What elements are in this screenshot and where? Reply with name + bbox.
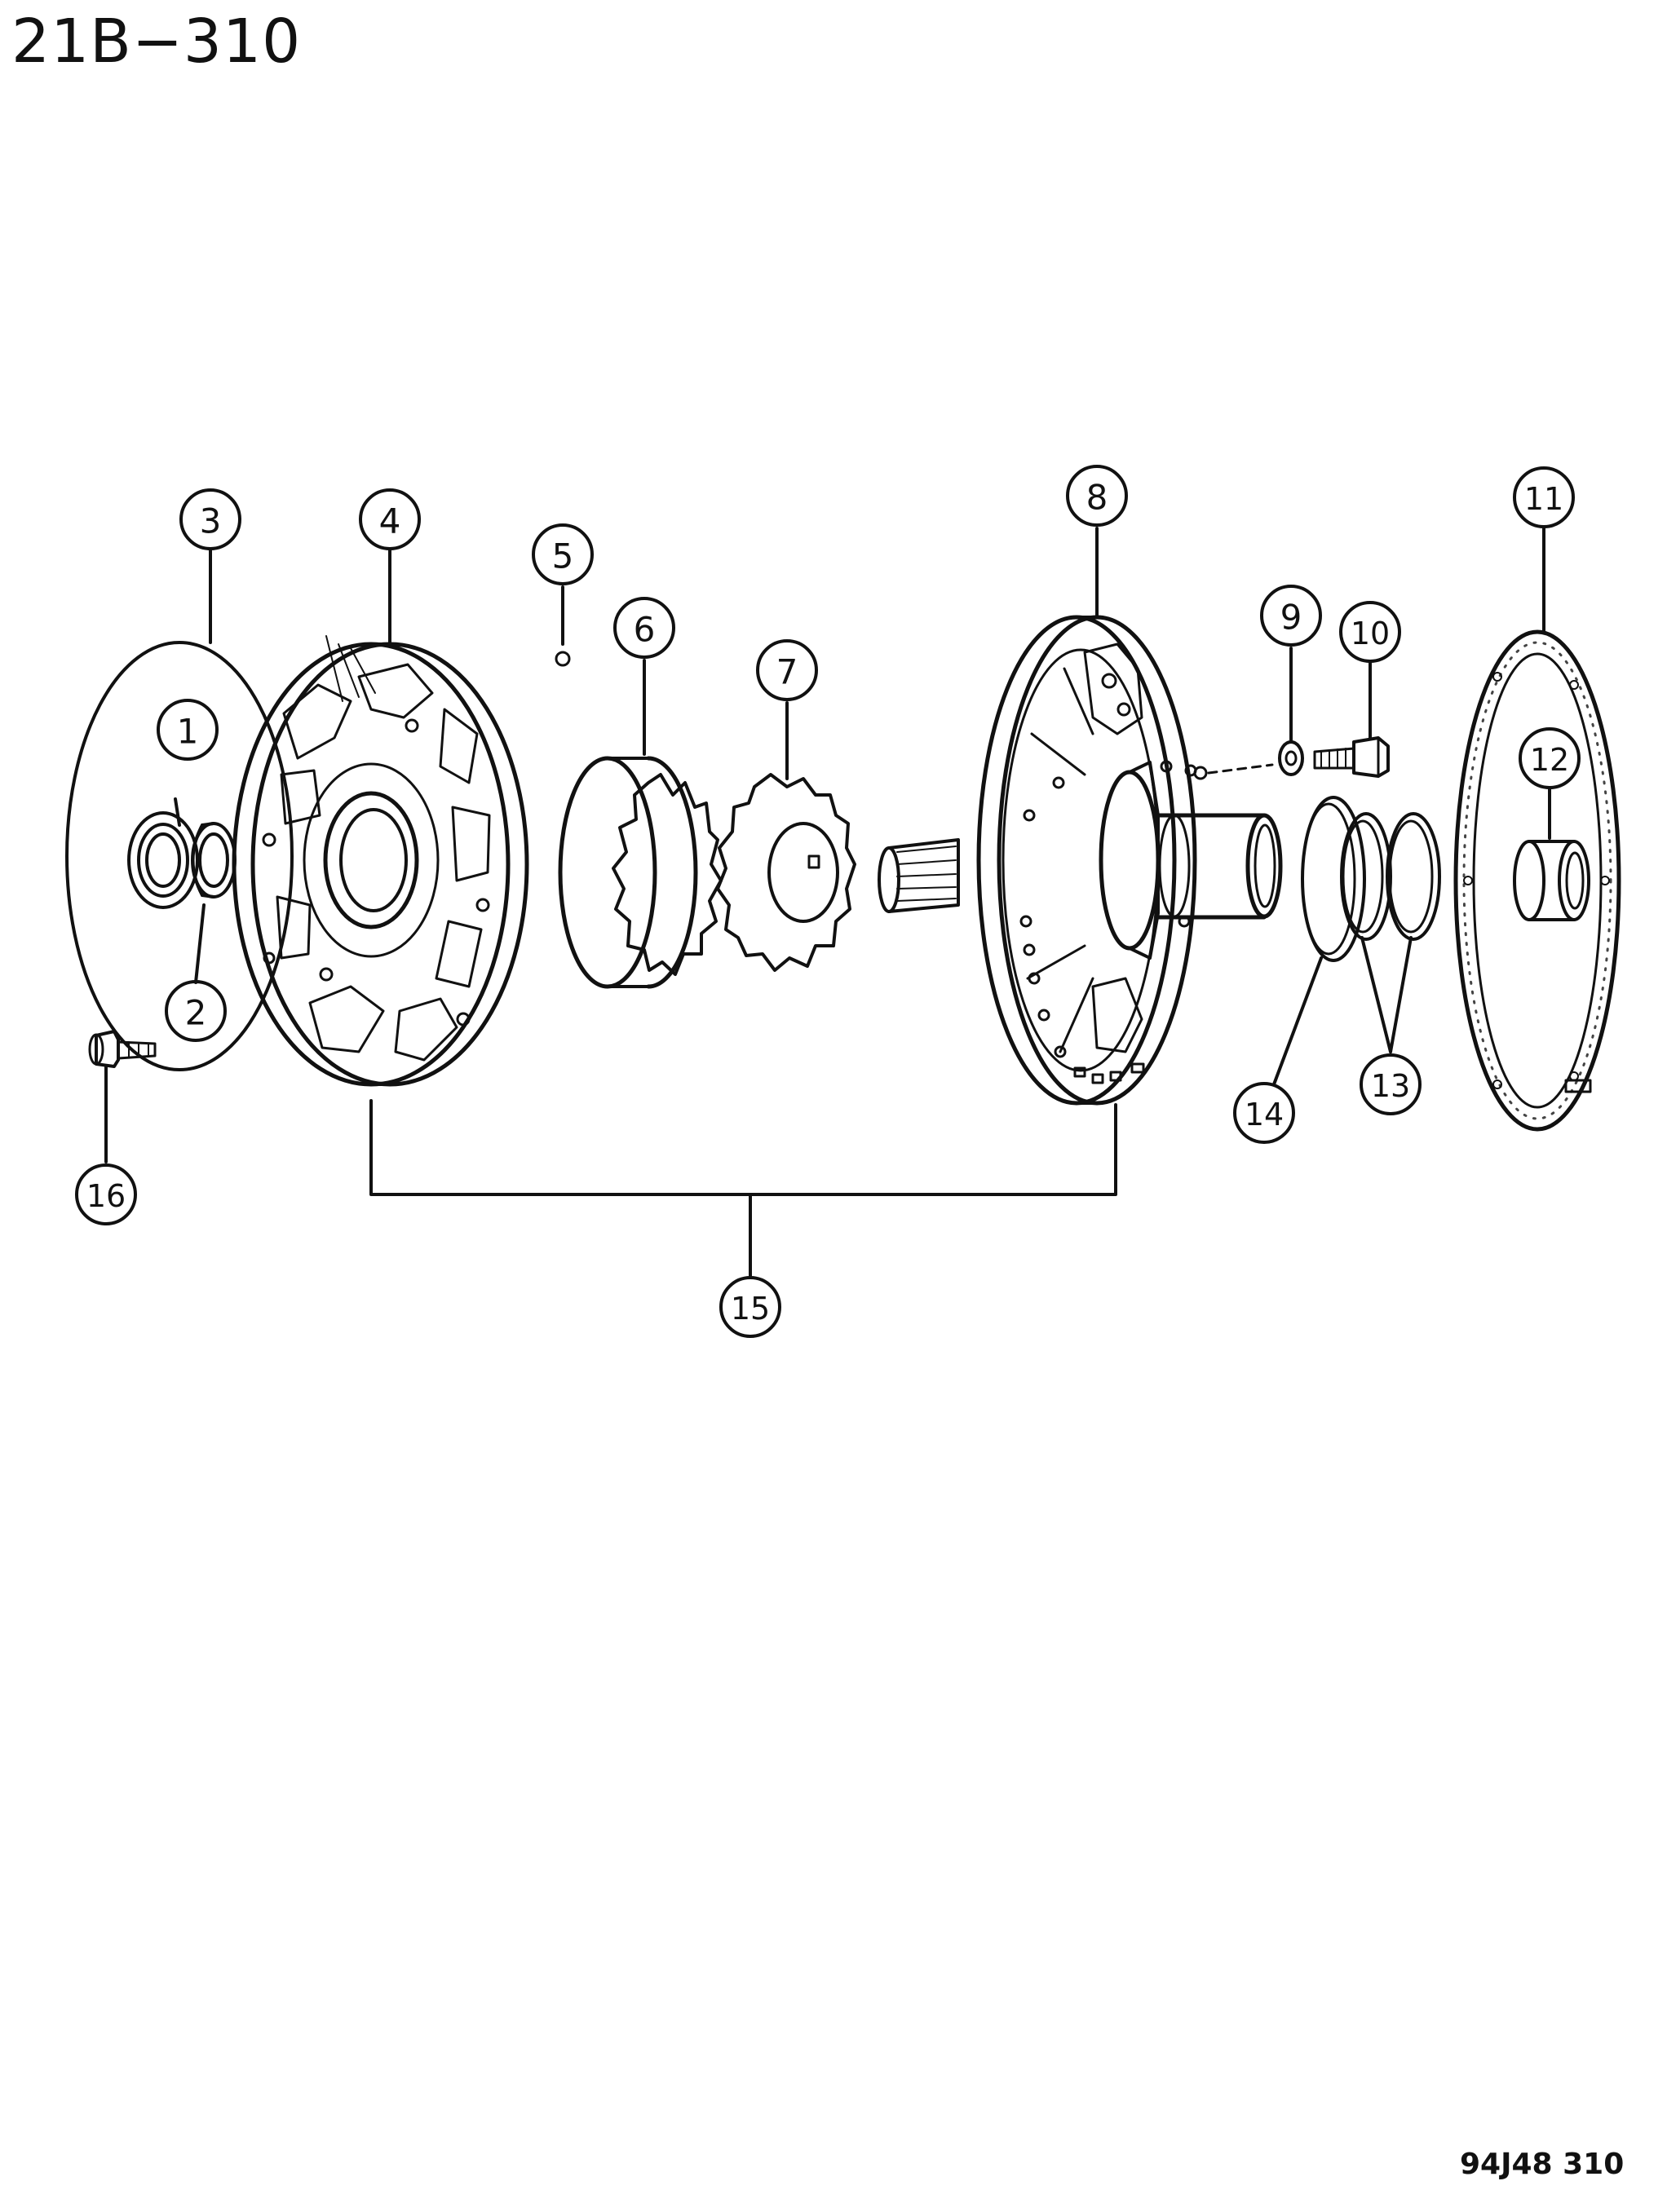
callout-7-circle bbox=[756, 639, 818, 701]
callout-10: 10 bbox=[1351, 616, 1390, 651]
part-13-seal-rings bbox=[1340, 812, 1441, 941]
callout-9: 9 bbox=[1280, 598, 1302, 638]
page-code: 21B−310 bbox=[11, 7, 302, 77]
callout-6: 6 bbox=[634, 610, 656, 650]
part-2-bushing bbox=[191, 822, 237, 898]
part-12-bushing bbox=[1513, 840, 1590, 921]
part-6-outer-gear bbox=[558, 756, 723, 989]
part-14-seal-ring bbox=[1301, 796, 1366, 962]
part-7-inner-gear bbox=[716, 773, 856, 972]
callout-2-circle bbox=[165, 980, 227, 1042]
callout-2: 2 bbox=[185, 993, 207, 1033]
part-4-pump-body bbox=[232, 635, 529, 1087]
callout-14-circle bbox=[1233, 1082, 1295, 1144]
part-3-seal-ring bbox=[65, 641, 294, 1071]
callout-12: 12 bbox=[1530, 742, 1569, 778]
callout-3-circle bbox=[179, 488, 241, 550]
callout-14: 14 bbox=[1245, 1097, 1284, 1132]
callout-11: 11 bbox=[1524, 481, 1563, 517]
callouts bbox=[75, 465, 1581, 1338]
callout-12-circle bbox=[1519, 727, 1581, 789]
callout-10-circle bbox=[1339, 601, 1401, 663]
callout-7: 7 bbox=[776, 652, 798, 692]
callout-9-circle bbox=[1260, 585, 1322, 647]
callout-1-circle bbox=[157, 699, 219, 761]
callout-labels: 3 4 5 6 7 8 9 10 11 1 12 2 14 13 16 15 bbox=[86, 478, 1569, 1327]
callout-15: 15 bbox=[731, 1291, 770, 1327]
callout-3: 3 bbox=[200, 501, 222, 541]
callout-11-circle bbox=[1513, 466, 1575, 528]
callout-4-circle bbox=[359, 488, 421, 550]
part-16-screw bbox=[88, 1030, 157, 1068]
part-9-washer bbox=[1278, 740, 1304, 776]
part-11-gasket bbox=[1453, 629, 1621, 1132]
callout-13: 13 bbox=[1371, 1068, 1410, 1104]
callout-16-circle bbox=[75, 1163, 137, 1225]
callout-8-circle bbox=[1066, 465, 1128, 527]
callout-15-circle bbox=[719, 1276, 781, 1338]
part-8-reaction-shaft-support bbox=[878, 615, 1283, 1106]
part-10-bolt bbox=[1313, 736, 1390, 778]
callout-13-circle bbox=[1360, 1053, 1422, 1115]
callout-6-circle bbox=[613, 597, 675, 659]
callout-8: 8 bbox=[1086, 478, 1108, 518]
part-5-check-ball bbox=[555, 651, 571, 667]
figure-code: 94J48 310 bbox=[1460, 2148, 1625, 2181]
callout-16: 16 bbox=[86, 1178, 126, 1214]
callout-4: 4 bbox=[379, 501, 401, 541]
callout-5-circle bbox=[532, 523, 594, 585]
part-1-oil-seal bbox=[127, 811, 199, 909]
callout-5: 5 bbox=[552, 536, 574, 576]
leader-lines bbox=[104, 527, 1551, 1278]
callout-1: 1 bbox=[177, 712, 199, 752]
